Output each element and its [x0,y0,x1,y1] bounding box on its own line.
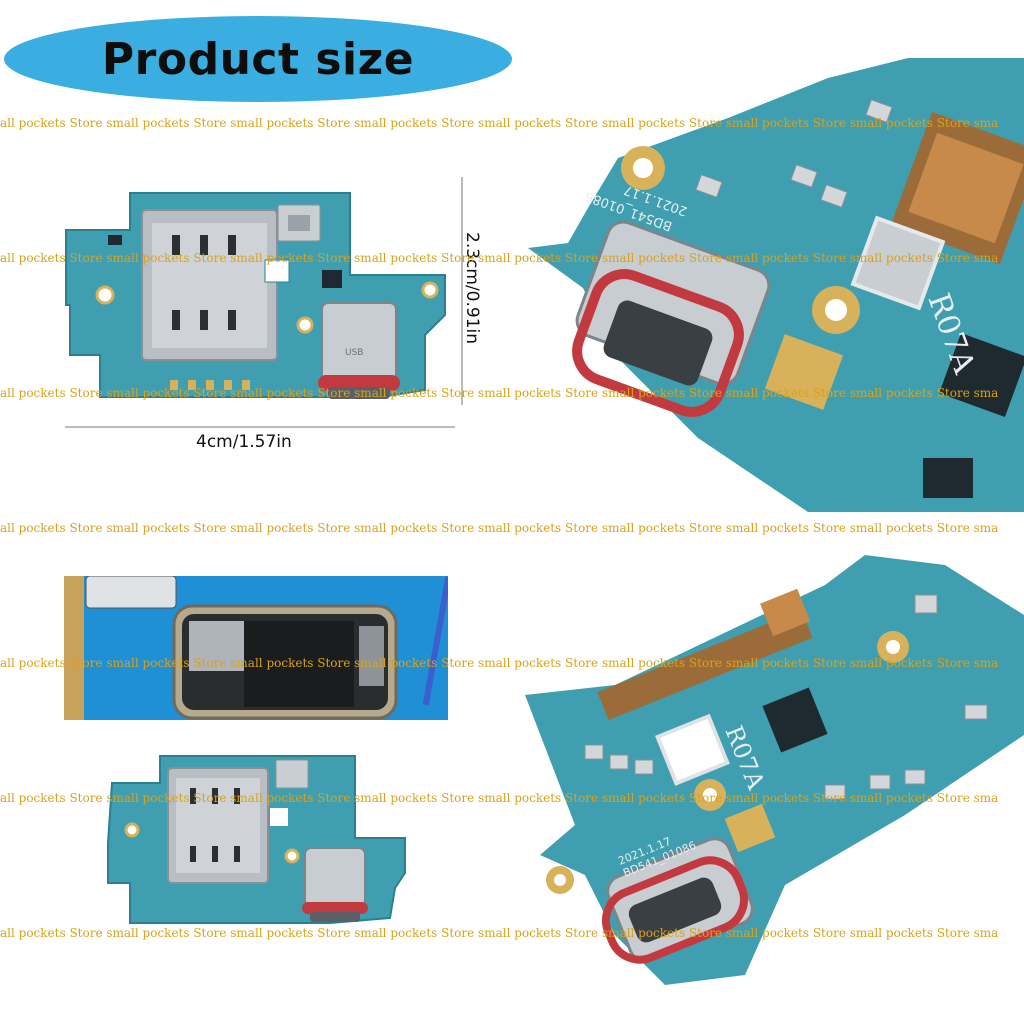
board-flat-image-bottom [107,755,406,924]
width-label: 4cm/1.57in [196,432,292,452]
closeup-photo-bottom: R07A 2021.1.17 BD541_01086 [525,555,1024,995]
closeup-photo-top: R07A 2021.1.17 BD541_01086 [528,58,1024,512]
title-banner: Product size [4,16,512,102]
board-closeup-image: R07A 2021.1.17 BD541_01086 [528,58,1024,512]
dimension-diagram: USB [60,175,480,460]
board-flat-image: USB [65,177,463,428]
board-angled-image: R07A 2021.1.17 BD541_01086 [525,555,1024,985]
board-flat-photo-bottom [100,748,412,928]
height-label: 2.3cm/0.91in [462,232,482,345]
watermark-row: all pockets Store small pockets Store sm… [0,521,999,535]
banner-title: Product size [101,33,415,85]
phone-installation-photo [64,576,448,720]
phone-mat-image [64,576,448,720]
usb-label: USB [345,348,363,358]
